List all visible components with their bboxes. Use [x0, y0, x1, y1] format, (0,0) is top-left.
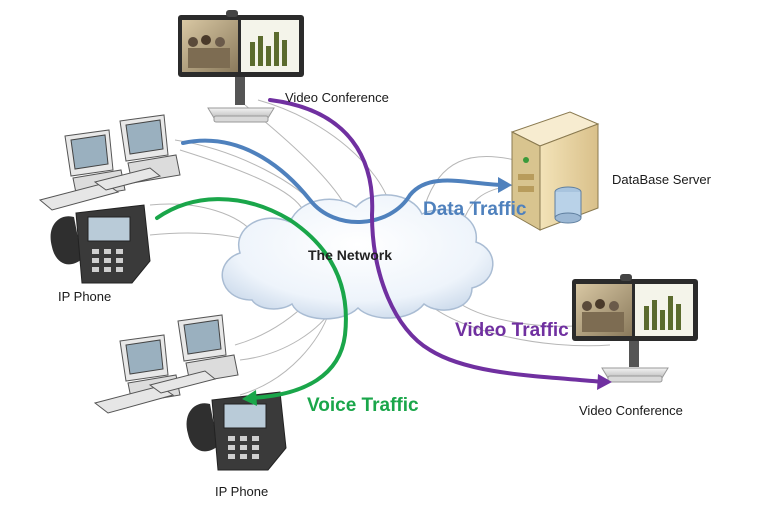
connection-line [424, 155, 516, 206]
video-conference-icon [178, 10, 304, 123]
voice-traffic-label: Voice Traffic [307, 395, 419, 416]
connection-line [429, 304, 611, 347]
data-traffic-arrowhead [498, 177, 512, 193]
video-conference-top-label: Video Conference [285, 90, 389, 105]
workstation-icon [119, 114, 181, 184]
video-conference-bottom-label: Video Conference [579, 403, 683, 418]
database-server-icon [510, 111, 600, 231]
video-traffic-flow [268, 98, 606, 384]
data-traffic-flow [181, 138, 508, 224]
connection-line [239, 309, 331, 396]
workstation-icon [177, 314, 239, 384]
ip-phone-top-label: IP Phone [58, 289, 112, 304]
keyboard-icon [93, 370, 217, 414]
ip-phone-bottom-label: IP Phone [215, 484, 269, 499]
connection-line [149, 203, 256, 236]
network-cloud-icon [221, 194, 494, 320]
video-traffic-arrowhead [597, 374, 612, 390]
voice-traffic-flow [155, 197, 348, 400]
connection-line [179, 149, 306, 216]
ip-phone-icon [50, 204, 151, 284]
data-traffic-label: Data Traffic [423, 199, 527, 220]
database-cylinder-icon [554, 186, 582, 224]
connection-line [257, 99, 391, 206]
keyboard-icon [38, 167, 162, 211]
video-traffic-label: Video Traffic [455, 320, 569, 341]
connection-lines [149, 99, 611, 396]
database-server-label: DataBase Server [612, 172, 711, 187]
voice-traffic-arrowhead [242, 390, 257, 406]
network-cloud-label: The Network [308, 247, 393, 263]
ip-phone-icon [186, 391, 287, 471]
video-conference-icon [572, 274, 698, 383]
